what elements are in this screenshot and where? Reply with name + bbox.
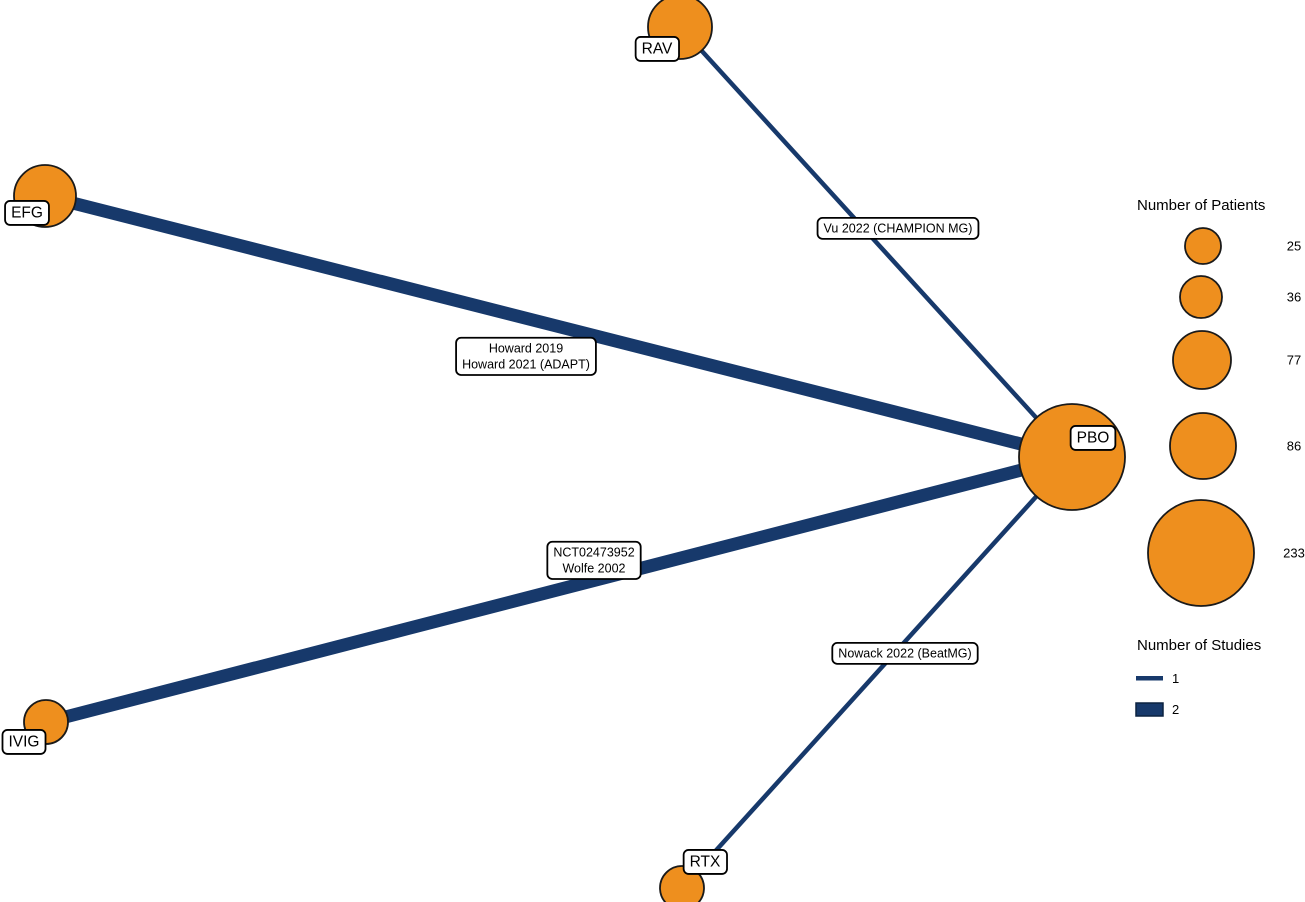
nodes-layer: [13, 0, 1126, 902]
legend-studies-swatch-2: [1135, 702, 1164, 717]
node-label-efg-text: EFG: [11, 204, 43, 221]
node-label-rav-text: RAV: [642, 40, 673, 57]
node-label-rtx-text: RTX: [690, 853, 721, 870]
node-label-ivig-text: IVIG: [8, 733, 39, 750]
edge-label-ivig-pbo-line-0: NCT02473952: [553, 545, 634, 559]
node-label-efg-box: [4, 200, 50, 226]
edge-label-rtx-pbo: Nowack 2022 (BeatMG): [831, 641, 979, 665]
node-label-rav: RAV: [634, 36, 680, 62]
edge-label-rav-pbo: Vu 2022 (CHAMPION MG): [816, 216, 980, 240]
legend-studies-value-1: 2: [1172, 702, 1179, 717]
edge-label-efg-pbo-line-0: Howard 2019: [489, 341, 563, 355]
legend-patients-circle-36: [1179, 275, 1223, 319]
edge-label-rtx-pbo-line-0: Nowack 2022 (BeatMG): [838, 646, 971, 660]
legend-studies: Number of Studies 1 2: [1135, 637, 1261, 717]
legend-studies-value-0: 1: [1172, 671, 1179, 686]
legend-patients-value-1: 36: [1287, 290, 1301, 305]
edge-label-rav-pbo-line-0: Vu 2022 (CHAMPION MG): [824, 221, 973, 235]
edge-label-efg-pbo-line-1: Howard 2021 (ADAPT): [462, 358, 590, 372]
legend-studies-title: Number of Studies: [1137, 637, 1261, 654]
legend-patients-circle-233: [1147, 499, 1255, 607]
node-label-rtx-box: [682, 849, 728, 875]
node-label-rav-line-0: RAV: [642, 40, 673, 57]
node-circle-pbo: [1018, 403, 1126, 511]
legend-patients-title: Number of Patients: [1137, 197, 1265, 214]
legend-patients-circle-25: [1184, 227, 1222, 265]
node-label-ivig-line-0: IVIG: [8, 733, 39, 750]
legend-patients-value-4: 233: [1283, 546, 1305, 561]
node-labels-layer: RAV EFG PBO IVIG RTX: [1, 36, 1117, 875]
legend-patients-circle-86: [1169, 412, 1237, 480]
edge-label-rtx-pbo-box: [831, 641, 979, 665]
node-label-rav-box: [634, 36, 680, 62]
node-label-efg-line-0: EFG: [11, 204, 43, 221]
edge-rav-pbo: [678, 25, 1074, 459]
edge-label-rav-pbo-text: Vu 2022 (CHAMPION MG): [824, 221, 973, 235]
edge-ivig-pbo: [44, 450, 1074, 729]
edge-label-ivig-pbo-box: [546, 540, 642, 580]
edge-label-efg-pbo-box: [455, 336, 597, 376]
node-label-ivig-box: [1, 729, 47, 755]
legend-studies-swatch-1: [1136, 676, 1163, 681]
legend-patients-circle-77: [1172, 330, 1232, 390]
legend-patients-value-2: 77: [1287, 353, 1301, 368]
edge-label-rav-pbo-box: [816, 216, 980, 240]
node-label-ivig: IVIG: [1, 729, 47, 755]
legend-patients-value-0: 25: [1287, 239, 1301, 254]
edge-rtx-pbo: [680, 455, 1074, 890]
node-label-pbo-line-0: PBO: [1077, 429, 1110, 446]
node-label-pbo-box: [1069, 425, 1117, 451]
edge-efg-pbo: [43, 189, 1074, 464]
node-label-pbo: PBO: [1069, 425, 1117, 451]
node-label-efg: EFG: [4, 200, 50, 226]
legend-patients-value-3: 86: [1287, 439, 1301, 454]
node-label-rtx-line-0: RTX: [690, 853, 721, 870]
edge-label-rtx-pbo-text: Nowack 2022 (BeatMG): [838, 646, 971, 660]
node-label-pbo-text: PBO: [1077, 429, 1110, 446]
edges-layer: [43, 25, 1074, 890]
node-circle-rtx: [659, 865, 705, 902]
legend-patients: Number of Patients 25 36 77 86 233: [1137, 197, 1305, 607]
edge-label-ivig-pbo-line-1: Wolfe 2002: [562, 562, 625, 576]
node-label-rtx: RTX: [682, 849, 728, 875]
